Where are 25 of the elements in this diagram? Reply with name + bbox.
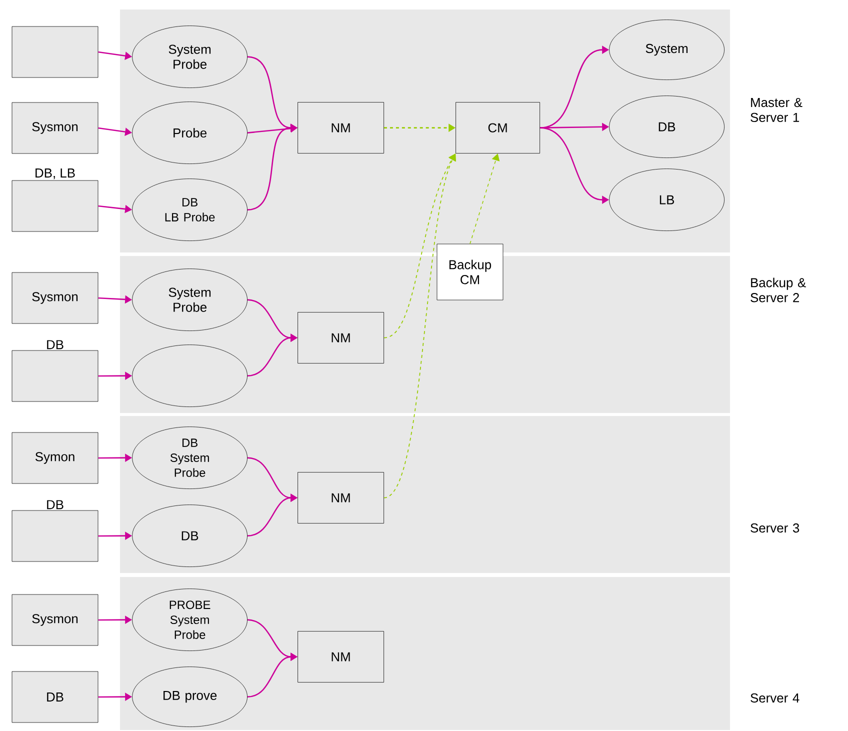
band-label: Backup & Server 2	[750, 278, 806, 302]
band-label: Server 3	[750, 523, 800, 533]
node-label: DB, LB	[36, 168, 75, 180]
manager-box: CM	[456, 102, 540, 154]
dashed-arrow	[470, 154, 500, 244]
probe-ellipse	[132, 344, 248, 407]
node-label: DB	[47, 500, 64, 510]
source-box: Sysmon	[12, 102, 98, 154]
manager-box: NM	[298, 472, 384, 524]
source-box: Sysmon	[12, 272, 98, 324]
band-label: Server 4	[750, 693, 800, 703]
source-box: Symon	[12, 432, 98, 484]
manager-box: NM	[298, 631, 384, 682]
manager-box: NM	[298, 312, 384, 364]
manager-box: Backup CM	[436, 244, 504, 300]
source-box: Sysmon	[12, 594, 98, 646]
node-label: DB	[47, 340, 64, 350]
source-box	[12, 26, 98, 78]
source-box: DB	[12, 340, 98, 402]
source-box: DB	[12, 500, 98, 562]
dashed-arrow	[384, 154, 456, 498]
band-label: Master & Server 1	[750, 98, 802, 122]
manager-box: NM	[298, 102, 384, 154]
source-box: DB	[12, 671, 98, 723]
source-box: DB, LB	[12, 168, 98, 232]
